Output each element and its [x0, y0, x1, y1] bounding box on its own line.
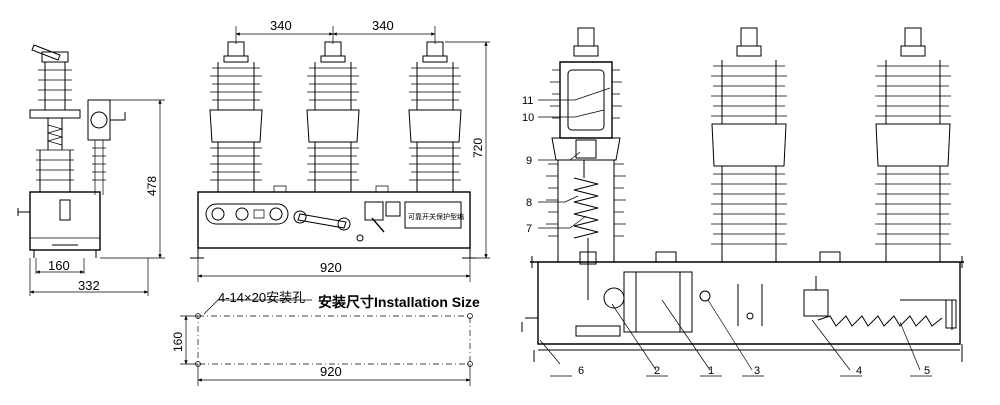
- callout-5: 5: [924, 365, 930, 377]
- callout-3: 3: [754, 365, 760, 377]
- side-base-dim: 160: [48, 258, 70, 273]
- section-view: 11 10 9 8 7 6 2 1 3 4 5: [521, 27, 964, 377]
- nameplate-text: 可靠开关保护型编: [408, 212, 464, 221]
- mounting-hole-label: 4-14×20安装孔: [218, 290, 305, 305]
- side-view: 478 160 332: [17, 44, 165, 296]
- callout-10: 10: [522, 112, 534, 124]
- installation-size-title: 安装尺寸Installation Size: [318, 294, 480, 310]
- section-pole-left: [546, 27, 626, 300]
- callout-leaders: [538, 87, 932, 377]
- section-pole-middle: [711, 27, 787, 262]
- callout-11: 11: [522, 95, 533, 107]
- callout-9: 9: [526, 155, 532, 167]
- front-spacing-right-dim: 340: [372, 18, 394, 33]
- front-spacing-left-dim: 340: [270, 18, 292, 33]
- front-pole-1: [209, 41, 263, 192]
- section-pole-right: [875, 27, 951, 262]
- callout-6: 6: [578, 365, 584, 377]
- side-height-dim: 478: [145, 176, 159, 196]
- front-pole-3: [408, 41, 462, 192]
- side-depth-dim: 332: [78, 278, 100, 293]
- front-view: 340 340: [190, 18, 490, 282]
- front-pole-2: [306, 41, 360, 192]
- installation-size: 4-14×20安装孔 安装尺寸Installation Size 160 920: [171, 290, 480, 386]
- callout-8: 8: [526, 197, 532, 209]
- callout-2: 2: [654, 365, 660, 377]
- side-upper-sheds: [38, 69, 72, 101]
- install-width-dim: 920: [320, 364, 342, 379]
- callout-1: 1: [708, 365, 714, 377]
- install-height-dim: 160: [171, 332, 185, 352]
- callout-4: 4: [856, 365, 862, 377]
- front-width-dim: 920: [320, 260, 342, 275]
- front-height-dim: 720: [471, 138, 485, 158]
- callout-7: 7: [526, 223, 532, 235]
